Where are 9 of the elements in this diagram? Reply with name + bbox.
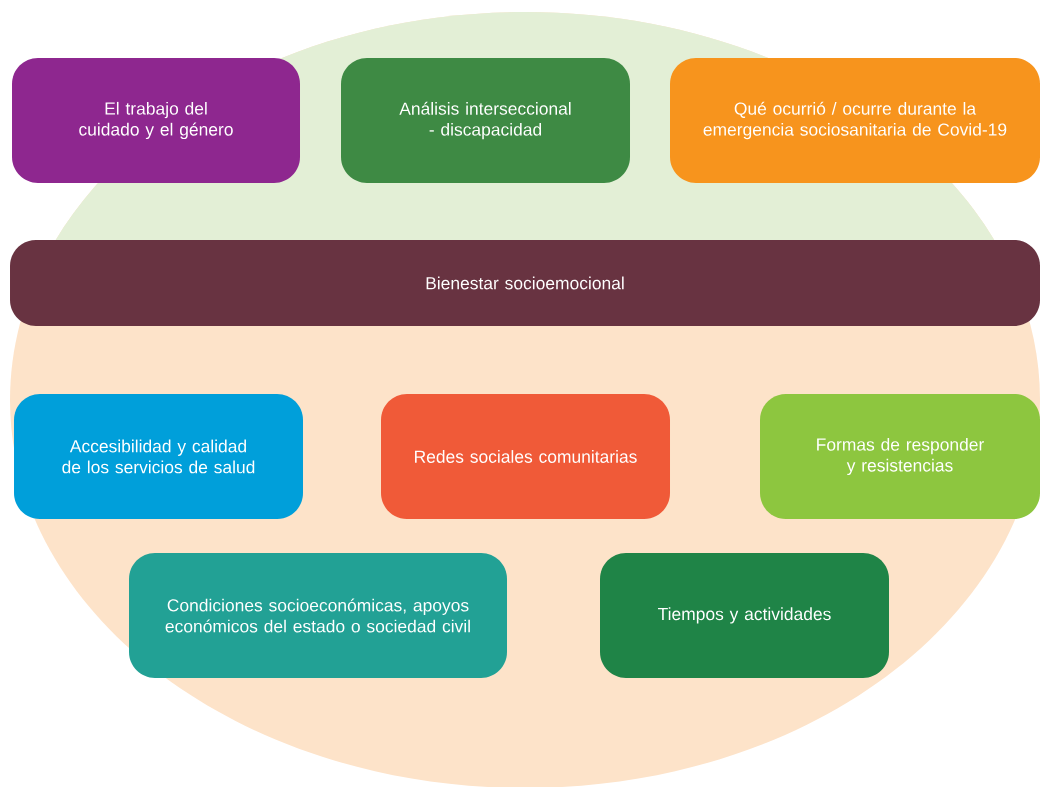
topic-box: El trabajo del cuidado y el género — [12, 58, 300, 183]
topic-box: Accesibilidad y calidad de los servicios de salud — [14, 394, 303, 519]
topic-box: Análisis interseccional - discapacidad — [341, 58, 630, 183]
topic-box: Condiciones socioeconómicas, apoyos económicos del estado o sociedad civil — [129, 553, 507, 678]
band: Bienestar socioemocional — [10, 240, 1040, 326]
topic-box: Formas de responder y resistencias — [760, 394, 1040, 519]
topic-box: Tiempos y actividades — [600, 553, 889, 678]
topic-box: Redes sociales comunitarias — [381, 394, 670, 519]
topic-box: Qué ocurrió / ocurre durante la emergencia sociosanitaria de Covid-19 — [670, 58, 1040, 183]
